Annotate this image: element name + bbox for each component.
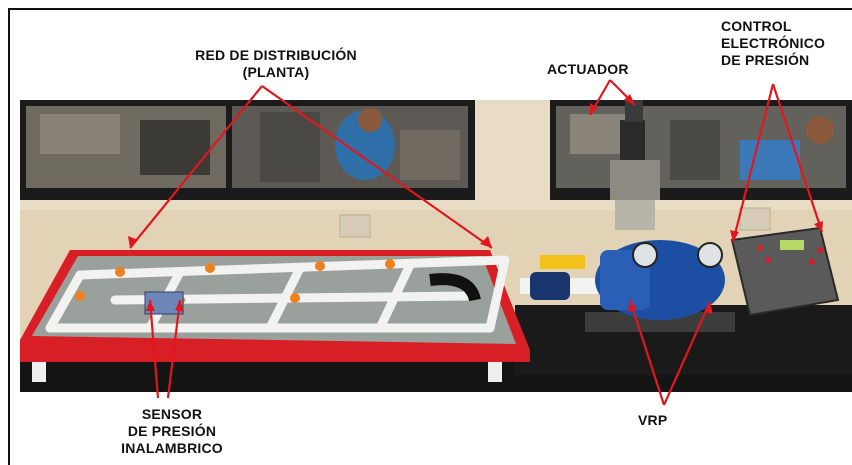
label-actuador: ACTUADOR — [547, 61, 629, 77]
label-red-distribucion: RED DE DISTRIBUCIÓN (PLANTA) — [165, 47, 387, 81]
label-sensor-line1: SENSOR — [141, 406, 203, 422]
right-window — [550, 100, 852, 200]
lab-setup-photo — [20, 100, 852, 392]
label-vrp: VRP — [638, 412, 668, 428]
label-red-distribucion-line1: RED DE DISTRIBUCIÓN — [195, 47, 357, 63]
label-control: CONTROL ELECTRÓNICO DE PRESIÓN — [721, 18, 825, 69]
label-sensor-line2: DE PRESIÓN — [127, 423, 217, 439]
vrp-assembly — [520, 100, 735, 332]
label-red-distribucion-line2: (PLANTA) — [242, 64, 310, 80]
figure-frame — [8, 8, 852, 465]
label-control-line1: CONTROL — [721, 18, 792, 34]
control-box — [730, 226, 840, 317]
label-sensor-line3: INALAMBRICO — [121, 440, 223, 456]
label-control-line2: ELECTRÓNICO — [721, 35, 826, 51]
left-window — [20, 100, 475, 200]
label-control-line3: DE PRESIÓN — [721, 52, 810, 68]
label-sensor: SENSOR DE PRESIÓN INALAMBRICO — [112, 406, 232, 457]
